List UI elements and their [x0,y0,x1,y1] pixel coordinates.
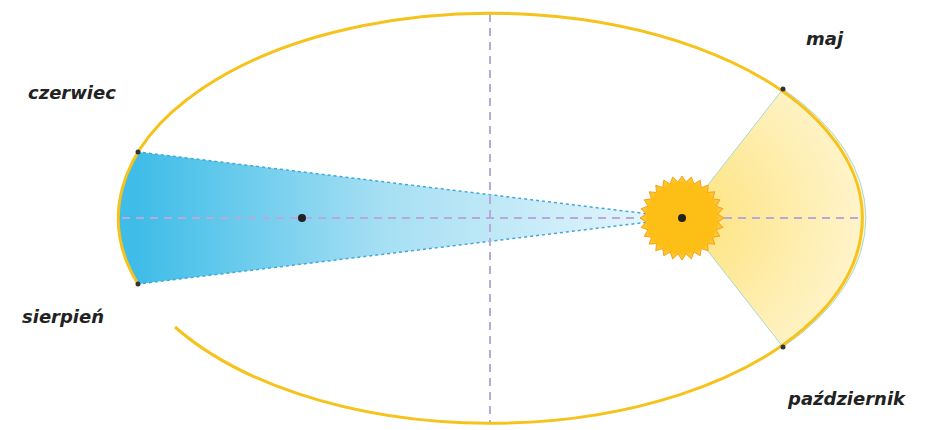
month-label: maj [806,28,843,49]
minor-axis [489,14,491,422]
sun-rays [640,176,724,260]
focus-dot [678,214,686,222]
month-label: październik [788,388,905,409]
orbit-point [781,345,786,350]
orbit-point [136,282,141,287]
sun [646,182,718,254]
month-label: sierpień [22,306,104,327]
orbit-point [136,150,141,155]
orbit-point [781,87,786,92]
focus-dot [298,214,306,222]
orbit-ellipse [118,13,862,423]
month-label: czerwiec [28,82,116,103]
blue-sector [118,152,682,284]
